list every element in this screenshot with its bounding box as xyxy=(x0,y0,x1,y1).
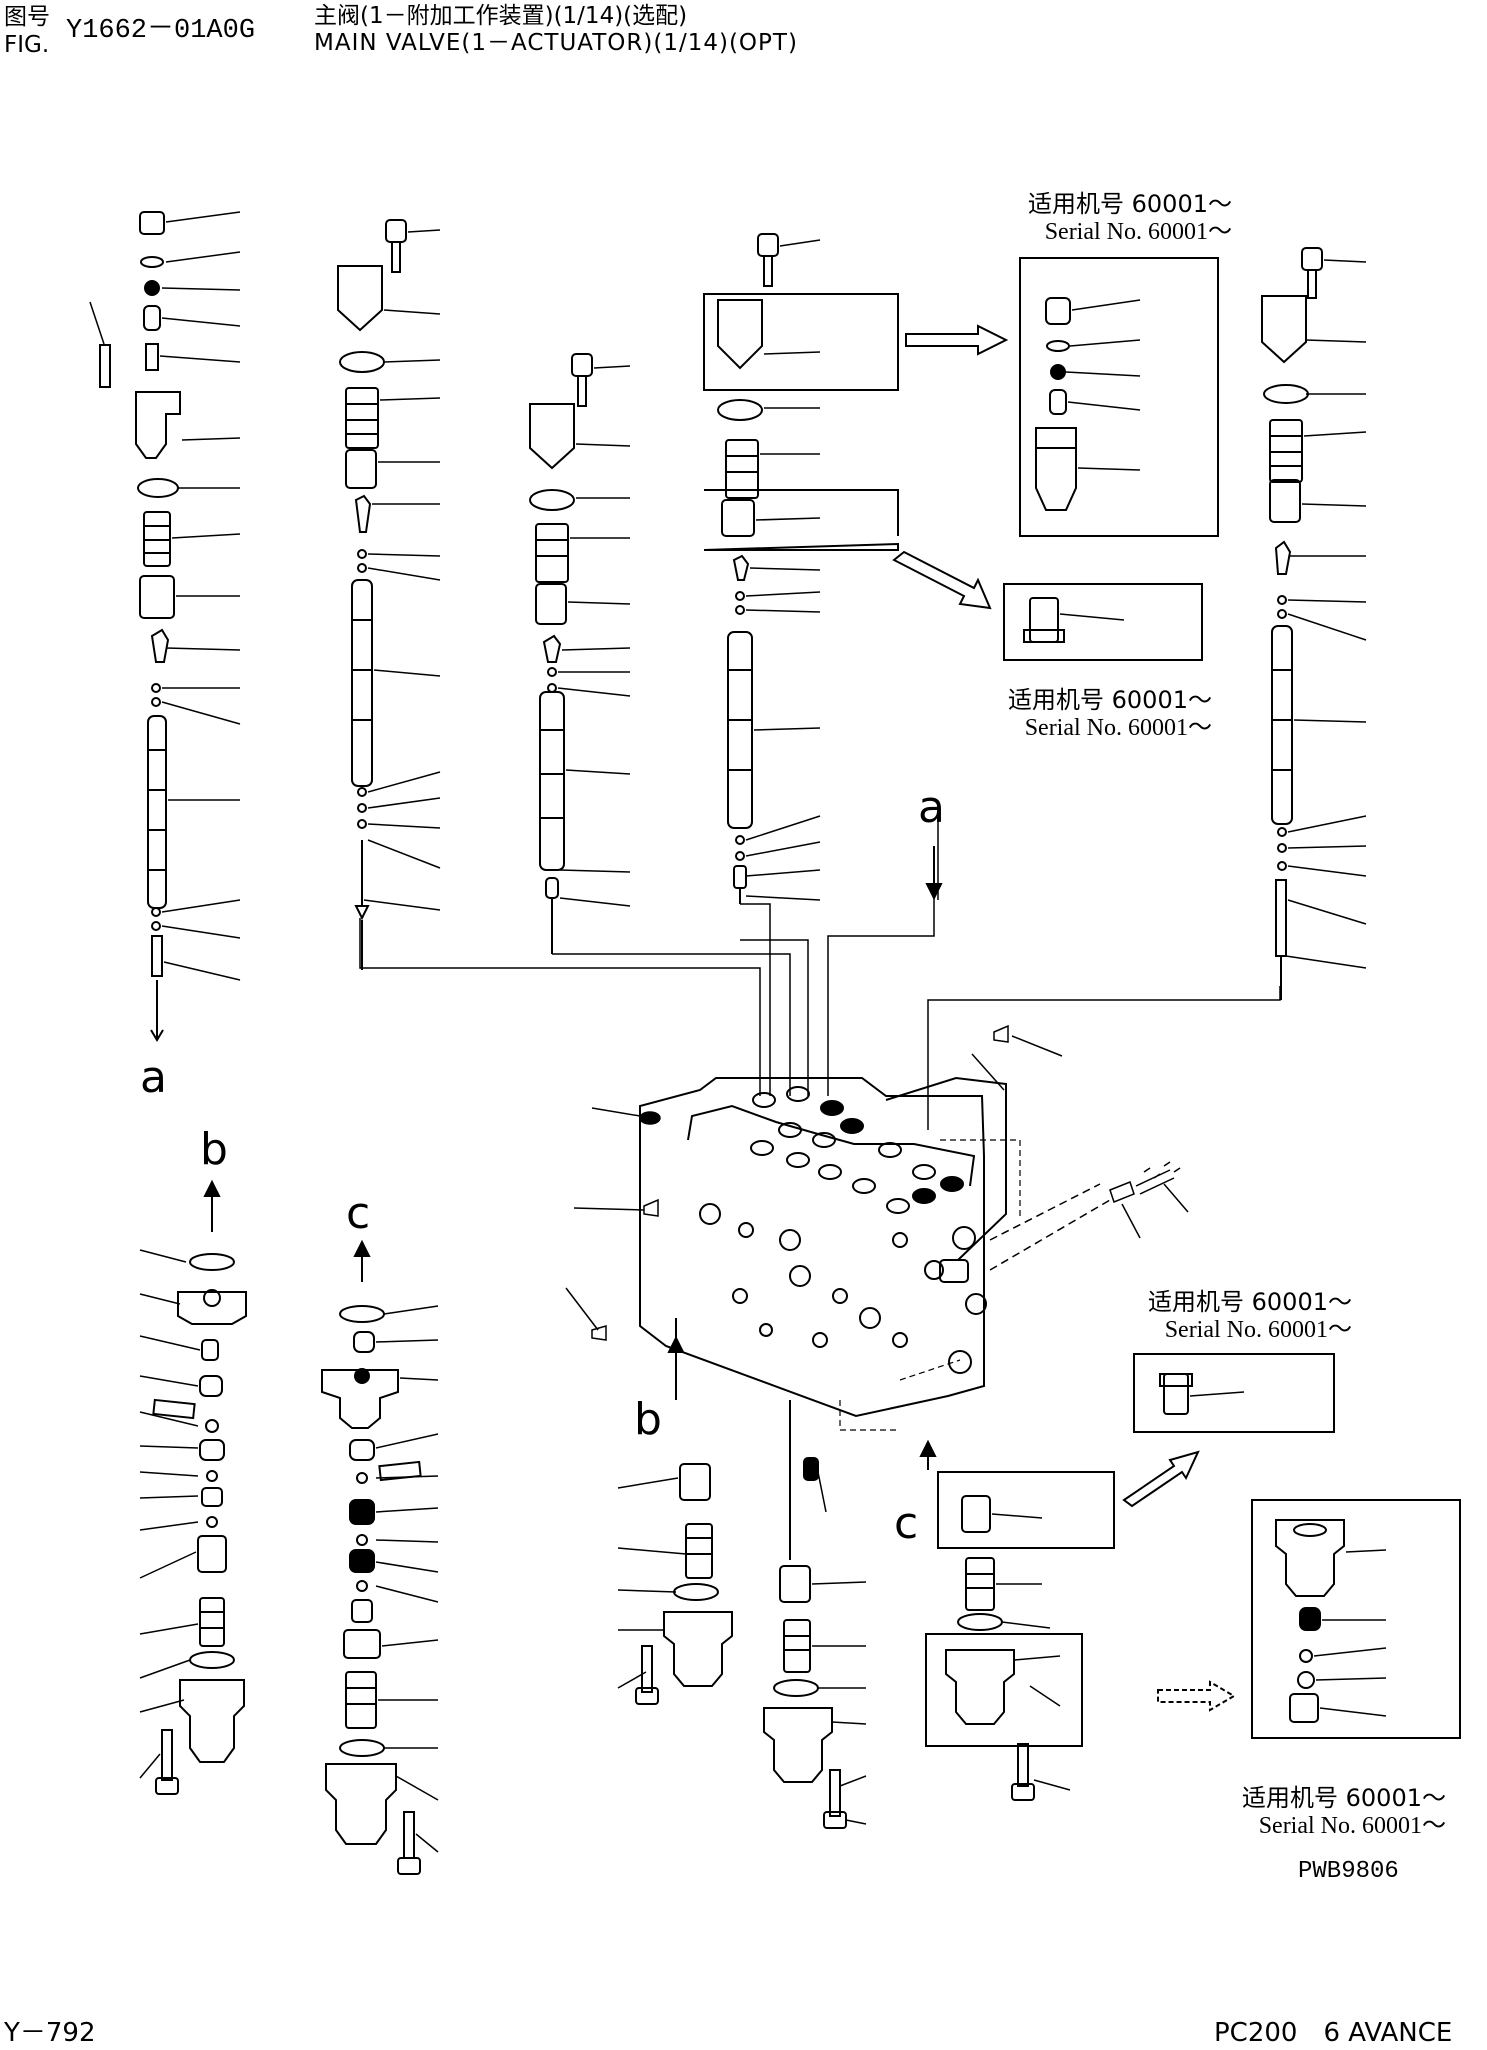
serial-note-4: 适用机号 60001～ Serial No. 60001～ xyxy=(1168,1784,1446,1840)
option-box-upper xyxy=(1035,297,1077,511)
main-valve-body xyxy=(639,1076,1021,1431)
serial-note-2: 适用机号 60001～ Serial No. 60001～ xyxy=(940,686,1212,742)
serial-note-1-en: Serial No. 60001～ xyxy=(1044,219,1232,245)
serial-note-2-cn: 适用机号 60001～ xyxy=(1008,686,1212,714)
figure-label-cn: 图号 xyxy=(4,4,50,30)
spool-stack-3 xyxy=(529,353,593,954)
title-cn: 主阀(1－附加工作装置)(1/14)(选配) xyxy=(314,3,688,29)
model-name: PC200 6 AVANCE xyxy=(1214,2018,1453,2048)
spool-stack-4 xyxy=(703,233,899,904)
callout-b-bottom: b xyxy=(634,1394,662,1445)
relief-stack-b xyxy=(152,1179,247,1795)
serial-note-4-en: Serial No. 60001～ xyxy=(1258,1813,1446,1839)
relief-stack-c xyxy=(321,1239,422,1875)
serial-note-4-cn: 适用机号 60001～ xyxy=(1242,1784,1446,1812)
spool-stack-5 xyxy=(1261,247,1323,1000)
callout-a-left: a xyxy=(140,1052,167,1103)
serial-note-3-en: Serial No. 60001～ xyxy=(1164,1317,1352,1343)
spool-stack-2 xyxy=(337,219,407,970)
relief-stack-lower-right xyxy=(919,1439,1115,1801)
relief-stack-lower-center xyxy=(635,1318,847,1829)
serial-note-3-cn: 适用机号 60001～ xyxy=(1148,1288,1352,1316)
callout-c-top: c xyxy=(346,1188,371,1239)
spool-stack-1 xyxy=(99,211,181,1042)
figure-number: Y1662－01A0G xyxy=(66,16,256,46)
option-box-lower xyxy=(1275,1519,1345,1723)
serial-note-1-cn: 适用机号 60001～ xyxy=(1028,190,1232,218)
page-number: Y－792 xyxy=(4,2018,96,2048)
serial-note-3: 适用机号 60001～ Serial No. 60001～ xyxy=(1080,1288,1352,1344)
serial-note-1: 适用机号 60001～ Serial No. 60001～ xyxy=(960,190,1232,246)
callout-a-right: a xyxy=(918,782,945,833)
callout-c-bottom: c xyxy=(894,1498,919,1549)
figure-label-en: FIG. xyxy=(4,32,50,58)
callout-b-top: b xyxy=(200,1124,228,1175)
title-en: MAIN VALVE(1－ACTUATOR)(1/14)(OPT) xyxy=(314,30,798,56)
drawing-code: PWB9806 xyxy=(1298,1858,1399,1885)
serial-note-2-en: Serial No. 60001～ xyxy=(1024,715,1212,741)
